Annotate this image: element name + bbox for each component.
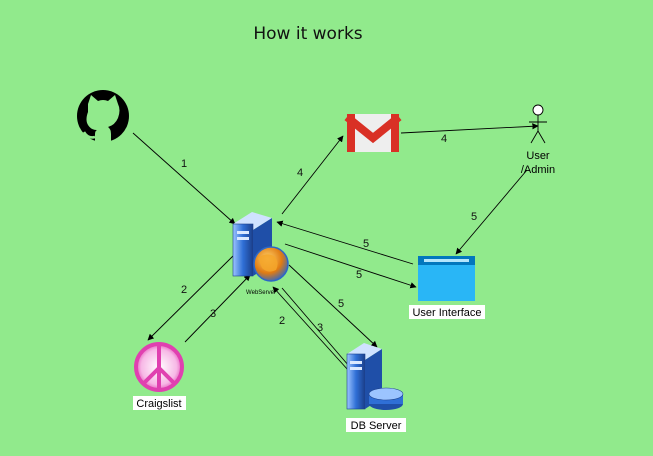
database-server-icon: [346, 343, 404, 410]
github-icon: [77, 90, 129, 142]
edge-webserver-to-db-server-2: [281, 287, 356, 374]
edge-label: 1: [181, 158, 187, 170]
edge-label: 5: [356, 269, 362, 281]
user-label-line1: User: [526, 150, 550, 162]
peace-icon: [134, 342, 184, 392]
node-craigslist: Craigslist: [133, 342, 186, 410]
window-icon: [418, 256, 475, 301]
edge-label: 4: [297, 167, 303, 179]
user-interface-label-bg: [409, 305, 485, 319]
node-user: User /Admin: [521, 104, 555, 176]
node-webserver: WebServer: [232, 212, 289, 296]
edge-db-server-to-webserver: [272, 286, 349, 371]
edge-craigslist-to-webserver: [184, 274, 251, 343]
diagram-title: How it works: [253, 24, 362, 44]
craigslist-label: Craigslist: [136, 398, 181, 410]
user-interface-label: User Interface: [412, 307, 481, 319]
edge-label: 5: [338, 298, 344, 310]
edge-label: 3: [317, 322, 323, 334]
edge-webserver-to-craigslist: [147, 255, 234, 341]
globe-icon: [253, 246, 289, 282]
edge-user-to-user-interface: [455, 169, 528, 255]
db-server-label-bg: [346, 418, 406, 432]
edge-user-interface-to-webserver: [276, 220, 414, 265]
edge-labels: 1 4 4 5 5 5 2 3 5 3 2: [181, 133, 477, 334]
user-label-line2: /Admin: [521, 164, 555, 176]
edge-github-to-webserver: [132, 132, 236, 225]
gmail-icon: [344, 113, 402, 152]
craigslist-label-bg: [133, 396, 186, 410]
edge-label: 4: [441, 133, 447, 145]
node-gmail: [344, 113, 402, 152]
edge-label: 2: [279, 315, 285, 327]
edge-label: 3: [210, 308, 216, 320]
edge-webserver-to-user-interface: [284, 243, 417, 289]
edges: [132, 123, 539, 374]
edge-label: 5: [363, 238, 369, 250]
user-icon: [529, 104, 547, 144]
edge-webserver-to-gmail: [281, 135, 344, 215]
webserver-label: WebServer: [246, 290, 276, 296]
edge-webserver-to-db-server-5: [288, 264, 378, 348]
edge-label: 5: [471, 211, 477, 223]
db-server-label: DB Server: [351, 420, 402, 432]
edge-label: 2: [181, 284, 187, 296]
node-db-server: DB Server: [346, 343, 406, 432]
node-github: [77, 90, 129, 142]
edge-gmail-to-user: [400, 123, 539, 134]
node-user-interface: User Interface: [409, 256, 485, 319]
